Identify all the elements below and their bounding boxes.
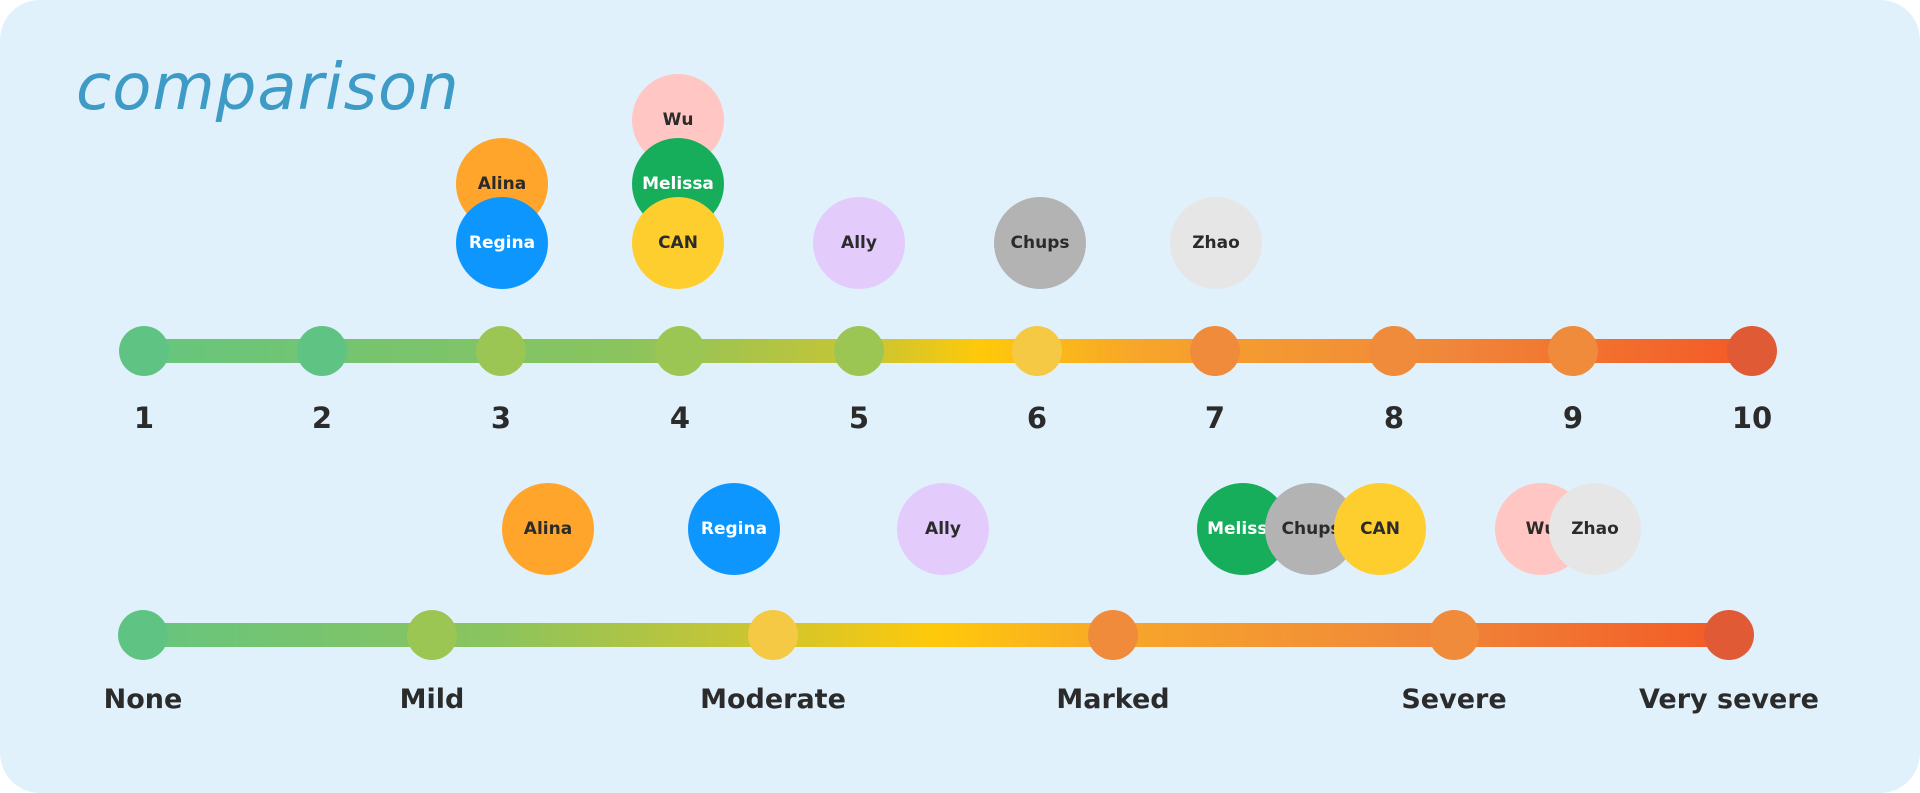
person-name-label: Alina <box>477 174 527 194</box>
numeric-scale-label-3: 3 <box>490 401 512 435</box>
person-marker-ally: Ally <box>813 197 905 289</box>
numeric-scale-node-4 <box>655 326 705 376</box>
person-marker-ally: Ally <box>897 483 989 575</box>
person-name-label: Ally <box>925 519 961 539</box>
person-name-label: Wu <box>662 110 694 130</box>
severity-scale-label-mild: Mild <box>399 684 465 715</box>
severity-scale-track <box>143 623 1729 647</box>
numeric-scale-node-1 <box>119 326 169 376</box>
numeric-scale-node-9 <box>1548 326 1598 376</box>
person-name-label: Zhao <box>1192 233 1240 253</box>
severity-scale-label-marked: Marked <box>1056 684 1170 715</box>
person-name-label: Zhao <box>1571 519 1619 539</box>
numeric-scale-label-2: 2 <box>311 401 333 435</box>
severity-scale-node-marked <box>1088 610 1138 660</box>
page-title: comparison <box>76 51 460 125</box>
person-name-label: Melissa <box>1207 519 1279 539</box>
person-marker-alina: Alina <box>502 483 594 575</box>
numeric-scale-label-6: 6 <box>1026 401 1048 435</box>
person-name-label: Chups <box>1010 233 1070 253</box>
numeric-scale-label-10: 10 <box>1731 401 1773 435</box>
person-name-label: Melissa <box>642 174 714 194</box>
severity-scale-node-none <box>118 610 168 660</box>
numeric-scale-label-5: 5 <box>848 401 870 435</box>
person-name-label: CAN <box>1360 519 1400 539</box>
person-name-label: CAN <box>658 233 698 253</box>
numeric-scale-node-8 <box>1369 326 1419 376</box>
numeric-scale-node-10 <box>1727 326 1777 376</box>
numeric-scale-label-1: 1 <box>133 401 155 435</box>
numeric-scale-label-7: 7 <box>1204 401 1226 435</box>
person-name-label: Wu <box>1525 519 1557 539</box>
severity-scale-node-mild <box>407 610 457 660</box>
numeric-scale-node-5 <box>834 326 884 376</box>
severity-scale-node-severe <box>1429 610 1479 660</box>
severity-scale-label-none: None <box>103 684 183 715</box>
person-marker-zhao: Zhao <box>1170 197 1262 289</box>
numeric-scale-track <box>143 339 1753 363</box>
numeric-scale-label-9: 9 <box>1562 401 1584 435</box>
person-name-label: Ally <box>841 233 877 253</box>
numeric-scale-node-6 <box>1012 326 1062 376</box>
numeric-scale-node-3 <box>476 326 526 376</box>
person-name-label: Regina <box>468 233 536 253</box>
numeric-scale-node-2 <box>297 326 347 376</box>
numeric-scale-label-8: 8 <box>1383 401 1405 435</box>
person-marker-can: CAN <box>632 197 724 289</box>
numeric-scale-label-4: 4 <box>669 401 691 435</box>
person-marker-regina: Regina <box>688 483 780 575</box>
person-name-label: Chups <box>1281 519 1341 539</box>
person-marker-regina: Regina <box>456 197 548 289</box>
severity-scale-label-moderate: Moderate <box>700 684 846 715</box>
severity-scale-label-severe: Severe <box>1401 684 1507 715</box>
person-name-label: Alina <box>523 519 573 539</box>
severity-scale-label-very-severe: Very severe <box>1639 684 1819 715</box>
severity-scale-node-very-severe <box>1704 610 1754 660</box>
numeric-scale-node-7 <box>1190 326 1240 376</box>
person-name-label: Regina <box>700 519 768 539</box>
person-marker-zhao: Zhao <box>1549 483 1641 575</box>
person-marker-can: CAN <box>1334 483 1426 575</box>
person-marker-chups: Chups <box>994 197 1086 289</box>
severity-scale-node-moderate <box>748 610 798 660</box>
